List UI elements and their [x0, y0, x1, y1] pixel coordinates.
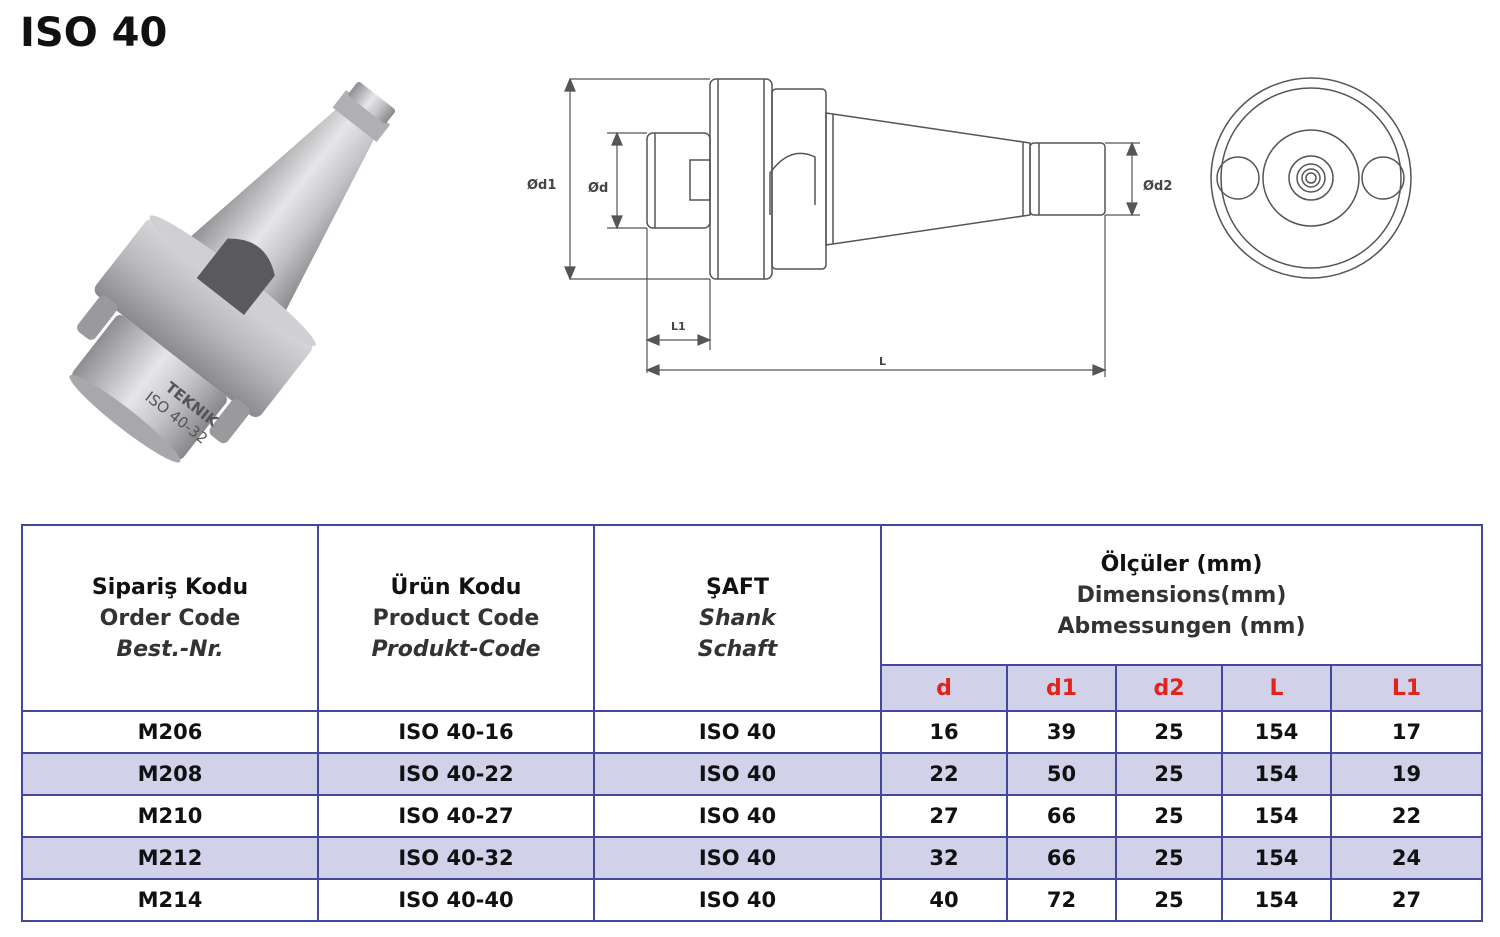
- cell-product-code: ISO 40-40: [317, 878, 595, 922]
- table-row: M214 ISO 40-40 ISO 40 40 72 25 154 27: [21, 878, 1484, 922]
- cell-product-code: ISO 40-16: [317, 710, 595, 754]
- subheader-l1: L1: [1329, 664, 1484, 712]
- dim-label-d2: Ød2: [1143, 179, 1172, 194]
- subheader-d: d: [880, 664, 1008, 712]
- table-row: M210 ISO 40-27 ISO 40 27 66 25 154 22: [21, 794, 1484, 838]
- cell-d2: 25: [1115, 794, 1223, 838]
- cell-product-code: ISO 40-22: [317, 752, 595, 796]
- table-header-row: Sipariş Kodu Order Code Best.-Nr. Ürün K…: [21, 524, 1484, 712]
- header-order-code: Sipariş Kodu Order Code Best.-Nr.: [21, 524, 319, 712]
- cell-d2: 25: [1115, 710, 1223, 754]
- dim-label-l1: L1: [671, 320, 686, 333]
- cell-l: 154: [1221, 836, 1332, 880]
- table-row: M208 ISO 40-22 ISO 40 22 50 25 154 19: [21, 752, 1484, 796]
- cell-order-code: M214: [21, 878, 319, 922]
- cell-l1: 27: [1329, 878, 1484, 922]
- cell-l1: 22: [1329, 794, 1484, 838]
- cell-shank: ISO 40: [593, 794, 882, 838]
- subheader-l: L: [1221, 664, 1332, 712]
- spec-table: Sipariş Kodu Order Code Best.-Nr. Ürün K…: [21, 524, 1484, 922]
- cell-l: 154: [1221, 710, 1332, 754]
- dimension-subheader-row: d d1 d2 L L1: [22, 664, 1484, 712]
- cell-product-code: ISO 40-27: [317, 794, 595, 838]
- cell-shank: ISO 40: [593, 836, 882, 880]
- technical-drawing-side-view: Ød1 Ød Ød2 L1 L: [527, 77, 1172, 377]
- header-shank: ŞAFT Shank Schaft: [593, 524, 882, 712]
- cell-d: 22: [880, 752, 1008, 796]
- cell-l: 154: [1221, 752, 1332, 796]
- cell-d2: 25: [1115, 878, 1223, 922]
- cell-d: 32: [880, 836, 1008, 880]
- cell-shank: ISO 40: [593, 710, 882, 754]
- subheader-d2: d2: [1115, 664, 1223, 712]
- cell-d: 40: [880, 878, 1008, 922]
- cell-l1: 17: [1329, 710, 1484, 754]
- subheader-d1: d1: [1006, 664, 1117, 712]
- cell-d1: 72: [1006, 878, 1117, 922]
- header-product-code: Ürün Kodu Product Code Produkt-Code: [317, 524, 595, 712]
- cell-d: 16: [880, 710, 1008, 754]
- technical-drawing-front-view: [1210, 77, 1412, 279]
- cell-d2: 25: [1115, 836, 1223, 880]
- product-photo: TEKNIK ISO 40-32: [69, 82, 396, 463]
- cell-shank: ISO 40: [593, 878, 882, 922]
- cell-d1: 50: [1006, 752, 1117, 796]
- cell-d: 27: [880, 794, 1008, 838]
- cell-order-code: M206: [21, 710, 319, 754]
- cell-order-code: M208: [21, 752, 319, 796]
- page-title: ISO 40: [20, 10, 168, 56]
- cell-d1: 66: [1006, 836, 1117, 880]
- cell-product-code: ISO 40-32: [317, 836, 595, 880]
- dim-label-d1: Ød1: [527, 178, 556, 193]
- dim-label-l: L: [879, 355, 886, 368]
- cell-l: 154: [1221, 794, 1332, 838]
- table-row: M206 ISO 40-16 ISO 40 16 39 25 154 17: [21, 710, 1484, 754]
- cell-l1: 24: [1329, 836, 1484, 880]
- cell-d1: 66: [1006, 794, 1117, 838]
- cell-l1: 19: [1329, 752, 1484, 796]
- header-dimensions: Ölçüler (mm) Dimensions(mm) Abmessungen …: [879, 524, 1484, 666]
- table-row: M212 ISO 40-32 ISO 40 32 66 25 154 24: [21, 836, 1484, 880]
- cell-d2: 25: [1115, 752, 1223, 796]
- cell-order-code: M210: [21, 794, 319, 838]
- cell-order-code: M212: [21, 836, 319, 880]
- cell-l: 154: [1221, 878, 1332, 922]
- cell-shank: ISO 40: [593, 752, 882, 796]
- cell-d1: 39: [1006, 710, 1117, 754]
- dim-label-d: Ød: [588, 181, 608, 196]
